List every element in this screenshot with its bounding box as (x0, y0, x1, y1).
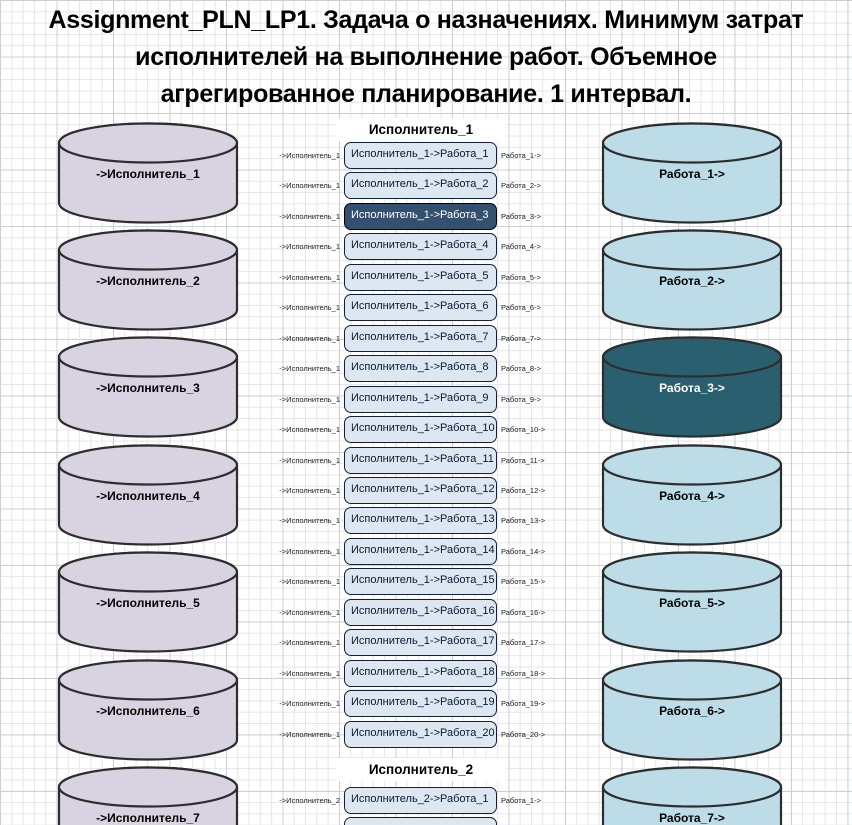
flow-target-label: Работа_16-> (501, 608, 546, 617)
flow-node[interactable]: Исполнитель_1->Работа_14 (344, 538, 497, 565)
flow-source-label: ->Исполнитель_1 (279, 577, 340, 586)
flow-node[interactable]: Исполнитель_1->Работа_4 (344, 233, 497, 260)
work-cylinder-7[interactable]: Работа_7-> (601, 766, 783, 825)
flow-node[interactable]: Исполнитель_1->Работа_20 (344, 721, 497, 748)
flow-node[interactable]: Исполнитель_1->Работа_2 (344, 172, 497, 199)
cylinder-label: ->Исполнитель_3 (96, 381, 200, 395)
flow-target-label: Работа_14-> (501, 547, 546, 556)
flow-source-label: ->Исполнитель_1 (279, 395, 340, 404)
cylinder-label: Работа_1-> (659, 167, 725, 181)
flow-node[interactable]: Исполнитель_2->Работа_1 (344, 787, 497, 814)
flow-target-label: Работа_4-> (501, 242, 541, 251)
flow-group-header-2: Исполнитель_2 (336, 758, 506, 781)
title-line-3: агрегированное планирование. 1 интервал. (160, 80, 692, 108)
flow-source-label: ->Исполнитель_1 (279, 547, 340, 556)
flow-node[interactable]: Исполнитель_1->Работа_6 (344, 294, 497, 321)
flow-target-label: Работа_20-> (501, 730, 546, 739)
flow-source-label: ->Исполнитель_1 (279, 699, 340, 708)
flow-target-label: Работа_3-> (501, 212, 541, 221)
flow-source-label: ->Исполнитель_2 (279, 796, 340, 805)
flow-source-label: ->Исполнитель_1 (279, 486, 340, 495)
flow-node[interactable]: Исполнитель_1->Работа_13 (344, 507, 497, 534)
flow-source-label: ->Исполнитель_1 (279, 669, 340, 678)
diagram-title: Assignment_PLN_LP1. Задача о назначениях… (0, 2, 852, 113)
flow-source-label: ->Исполнитель_1 (279, 425, 340, 434)
flow-node[interactable]: Исполнитель_1->Работа_17 (344, 629, 497, 656)
executor-cylinder-6[interactable]: ->Исполнитель_6 (57, 659, 239, 761)
flow-target-label: Работа_15-> (501, 577, 546, 586)
flow-source-label: ->Исполнитель_1 (279, 516, 340, 525)
cylinder-label: ->Исполнитель_5 (96, 596, 200, 610)
flow-source-label: ->Исполнитель_1 (279, 303, 340, 312)
flow-node[interactable]: Исполнитель_1->Работа_12 (344, 477, 497, 504)
flow-node[interactable]: Исполнитель_1->Работа_9 (344, 386, 497, 413)
flow-node[interactable]: Исполнитель_1->Работа_16 (344, 599, 497, 626)
work-cylinder-5[interactable]: Работа_5-> (601, 551, 783, 653)
flow-node-partial[interactable] (344, 817, 497, 825)
flow-source-label: ->Исполнитель_1 (279, 364, 340, 373)
executor-cylinder-1[interactable]: ->Исполнитель_1 (57, 122, 239, 224)
flow-source-label: ->Исполнитель_1 (279, 456, 340, 465)
flow-node[interactable]: Исполнитель_1->Работа_5 (344, 264, 497, 291)
flow-source-label: ->Исполнитель_1 (279, 334, 340, 343)
flow-node[interactable]: Исполнитель_1->Работа_3 (344, 203, 497, 230)
cylinder-label: Работа_3-> (659, 381, 725, 395)
cylinder-label: Работа_5-> (659, 596, 725, 610)
flow-source-label: ->Исполнитель_1 (279, 181, 340, 190)
cylinder-label: ->Исполнитель_6 (96, 704, 200, 718)
flow-source-label: ->Исполнитель_1 (279, 242, 340, 251)
flow-source-label: ->Исполнитель_1 (279, 638, 340, 647)
flow-target-label: Работа_18-> (501, 669, 546, 678)
executor-cylinder-2[interactable]: ->Исполнитель_2 (57, 229, 239, 331)
flow-node[interactable]: Исполнитель_1->Работа_19 (344, 690, 497, 717)
cylinder-label: ->Исполнитель_7 (96, 811, 200, 825)
flow-target-label: Работа_2-> (501, 181, 541, 190)
flow-target-label: Работа_17-> (501, 638, 546, 647)
cylinder-label: Работа_4-> (659, 489, 725, 503)
executor-cylinder-3[interactable]: ->Исполнитель_3 (57, 336, 239, 438)
flow-node[interactable]: Исполнитель_1->Работа_1 (344, 142, 497, 169)
flow-target-label: Работа_7-> (501, 334, 541, 343)
flow-source-label: ->Исполнитель_1 (279, 151, 340, 160)
work-cylinder-3[interactable]: Работа_3-> (601, 336, 783, 438)
cylinder-label: ->Исполнитель_1 (96, 167, 200, 181)
flow-target-label: Работа_8-> (501, 364, 541, 373)
cylinder-label: Работа_2-> (659, 274, 725, 288)
title-line-1: Assignment_PLN_LP1. Задача о назначениях… (48, 6, 804, 34)
flow-target-label: Работа_13-> (501, 516, 546, 525)
flow-target-label: Работа_12-> (501, 486, 546, 495)
work-cylinder-4[interactable]: Работа_4-> (601, 444, 783, 546)
cylinder-label: ->Исполнитель_2 (96, 274, 200, 288)
flow-target-label: Работа_9-> (501, 395, 541, 404)
cylinder-label: Работа_6-> (659, 704, 725, 718)
cylinder-label: Работа_7-> (659, 811, 725, 825)
flow-node[interactable]: Исполнитель_1->Работа_7 (344, 325, 497, 352)
flow-source-label: ->Исполнитель_1 (279, 730, 340, 739)
work-cylinder-1[interactable]: Работа_1-> (601, 122, 783, 224)
flow-node[interactable]: Исполнитель_1->Работа_11 (344, 447, 497, 474)
flow-target-label: Работа_19-> (501, 699, 546, 708)
work-cylinder-2[interactable]: Работа_2-> (601, 229, 783, 331)
flow-source-label: ->Исполнитель_1 (279, 273, 340, 282)
flow-target-label: Работа_10-> (501, 425, 546, 434)
executor-cylinder-5[interactable]: ->Исполнитель_5 (57, 551, 239, 653)
flow-target-label: Работа_6-> (501, 303, 541, 312)
flow-node[interactable]: Исполнитель_1->Работа_18 (344, 660, 497, 687)
flow-source-label: ->Исполнитель_1 (279, 212, 340, 221)
flow-node[interactable]: Исполнитель_1->Работа_8 (344, 355, 497, 382)
flow-node[interactable]: Исполнитель_1->Работа_10 (344, 416, 497, 443)
flow-node[interactable]: Исполнитель_1->Работа_15 (344, 568, 497, 595)
flow-target-label: Работа_1-> (501, 796, 541, 805)
work-cylinder-6[interactable]: Работа_6-> (601, 659, 783, 761)
title-line-2: исполнителей на выполнение работ. Объемн… (135, 43, 717, 71)
cylinder-label: ->Исполнитель_4 (96, 489, 200, 503)
flow-target-label: Работа_5-> (501, 273, 541, 282)
executor-cylinder-4[interactable]: ->Исполнитель_4 (57, 444, 239, 546)
flow-group-header-1: Исполнитель_1 (336, 118, 506, 141)
flow-target-label: Работа_11-> (501, 456, 545, 465)
flow-source-label: ->Исполнитель_1 (279, 608, 340, 617)
executor-cylinder-7[interactable]: ->Исполнитель_7 (57, 766, 239, 825)
flow-target-label: Работа_1-> (501, 151, 541, 160)
